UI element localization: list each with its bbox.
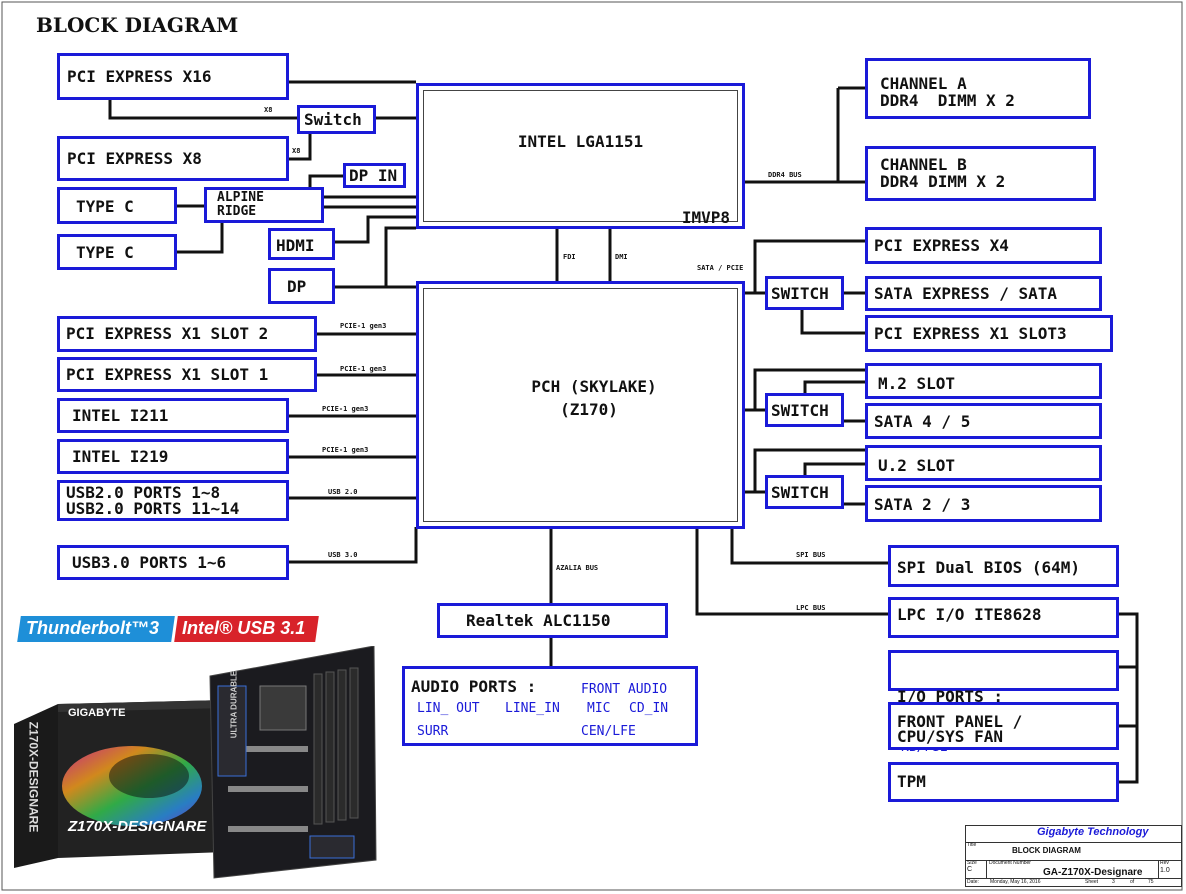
title-block-company: Gigabyte Technology bbox=[1037, 826, 1149, 838]
bus-label-x8-bottom: X8 bbox=[292, 147, 301, 155]
channel-a-block: CHANNEL A DDR4 DIMM X 2 bbox=[865, 58, 1091, 119]
bus-label-spi: SPI BUS bbox=[796, 551, 826, 559]
title-block-title: BLOCK DIAGRAM bbox=[1012, 846, 1081, 855]
title-block-of: 75 bbox=[1148, 879, 1154, 885]
bus-label-pcie-c: PCIE-1 gen3 bbox=[322, 405, 369, 413]
audio-line-in-label: LINE_IN bbox=[505, 701, 560, 716]
thunderbolt-text: Thunderbolt™3 bbox=[26, 618, 159, 638]
intel-usb-text: Intel® USB 3.1 bbox=[182, 618, 306, 638]
bus-label-dmi: DMI bbox=[615, 253, 628, 261]
pcie-x16-block: PCI EXPRESS X16 bbox=[57, 53, 289, 100]
m2-slot-block: M.2 SLOT bbox=[865, 363, 1102, 399]
switch-small-block: Switch bbox=[297, 105, 376, 134]
dp-in-block: DP IN bbox=[343, 163, 406, 188]
audio-mic-label: MIC bbox=[587, 701, 611, 716]
pcie-x1-slot3-block: PCI EXPRESS X1 SLOT3 bbox=[865, 315, 1113, 352]
usb2-ports-block: USB2.0 PORTS 1~8 USB2.0 PORTS 11~14 bbox=[57, 480, 289, 521]
title-block-date-label: Date: bbox=[967, 879, 979, 885]
hdmi-block: HDMI bbox=[268, 228, 335, 260]
title-block-rev: 1.0 bbox=[1160, 867, 1170, 874]
switch-1-block: SWITCH bbox=[765, 276, 844, 310]
audio-lin-out-label: LIN_ OUT bbox=[417, 701, 480, 716]
cpu-block: INTEL LGA1151 IMVP8 bbox=[416, 83, 745, 229]
switch-3-block: SWITCH bbox=[765, 475, 844, 509]
bus-label-azalia: AZALIA BUS bbox=[556, 564, 599, 572]
title-block-sheet-label: Sheet bbox=[1085, 879, 1099, 885]
bus-label-lpc: LPC BUS bbox=[796, 604, 826, 612]
type-c-2-block: TYPE C bbox=[57, 234, 177, 270]
bus-label-pcie-d: PCIE-1 gen3 bbox=[322, 446, 369, 454]
realtek-block: Realtek ALC1150 bbox=[437, 603, 668, 638]
pch-label-line2: (Z170) bbox=[560, 400, 618, 419]
intel-i211-block: INTEL I211 bbox=[57, 398, 289, 433]
title-block-sheet: 3 bbox=[1112, 879, 1115, 885]
spi-bios-block: SPI Dual BIOS (64M) bbox=[888, 545, 1119, 587]
pcie-x1-slot1-block: PCI EXPRESS X1 SLOT 1 bbox=[57, 357, 317, 392]
title-block-rev-label: Rev bbox=[1160, 860, 1169, 866]
audio-ports-block: AUDIO PORTS : FRONT AUDIO LIN_ OUT LINE_… bbox=[402, 666, 698, 746]
audio-front-label: FRONT AUDIO bbox=[581, 682, 668, 697]
vrm-label: IMVP8 bbox=[681, 208, 730, 227]
bus-label-pcie-a: PCIE-1 gen3 bbox=[340, 322, 387, 330]
title-block-title-label: Title bbox=[967, 842, 977, 848]
intel-i219-block: INTEL I219 bbox=[57, 439, 289, 474]
title-block-doc: GA-Z170X-Designare bbox=[1043, 867, 1143, 878]
product-box-image bbox=[14, 646, 377, 879]
title-block-doc-label: Document Number bbox=[989, 860, 1031, 866]
title-block bbox=[965, 825, 1182, 887]
audio-surr-label: SURR bbox=[417, 724, 449, 739]
bus-label-usb30: USB 3.0 bbox=[328, 551, 358, 559]
title-block-size: C bbox=[967, 866, 973, 873]
bus-label-ddr4: DDR4 BUS bbox=[768, 171, 802, 179]
pcie-x8-block: PCI EXPRESS X8 bbox=[57, 136, 289, 181]
bus-label-fdi: FDI bbox=[563, 253, 576, 261]
title-block-size-label: Size bbox=[967, 860, 977, 866]
alpine-ridge-block: ALPINE RIDGE bbox=[204, 187, 324, 223]
audio-ports-title: AUDIO PORTS : bbox=[411, 677, 537, 696]
front-panel-block: FRONT PANEL / CPU/SYS FAN bbox=[888, 702, 1119, 750]
cpu-label: INTEL LGA1151 bbox=[517, 132, 644, 151]
box-model-text: Z170X-DESIGNARE bbox=[68, 818, 207, 835]
pch-label-line1: PCH (SKYLAKE) bbox=[531, 377, 657, 396]
pch-block: PCH (SKYLAKE) (Z170) bbox=[416, 281, 745, 529]
sata-45-block: SATA 4 / 5 bbox=[865, 403, 1102, 439]
audio-cen-lfe-label: CEN/LFE bbox=[581, 724, 636, 739]
u2-slot-block: U.2 SLOT bbox=[865, 445, 1102, 481]
switch-2-block: SWITCH bbox=[765, 393, 844, 427]
board-durable-text: ULTRA DURABLE bbox=[229, 670, 239, 739]
box-brand-text: GIGABYTE bbox=[68, 707, 126, 719]
tpm-block: TPM bbox=[888, 762, 1119, 802]
lpc-io-block: LPC I/O ITE8628 bbox=[888, 597, 1119, 638]
type-c-1-block: TYPE C bbox=[57, 187, 177, 224]
bus-label-sata-pcie: SATA / PCIE bbox=[697, 264, 744, 272]
usb3-ports-block: USB3.0 PORTS 1~6 bbox=[57, 545, 289, 580]
io-ports-label: I/O PORTS : bbox=[897, 687, 1003, 706]
title-block-date: Monday, May 16, 2016 bbox=[990, 879, 1041, 885]
pcie-x4-block: PCI EXPRESS X4 bbox=[865, 227, 1102, 264]
bus-label-pcie-b: PCIE-1 gen3 bbox=[340, 365, 387, 373]
sata-express-block: SATA EXPRESS / SATA bbox=[865, 276, 1102, 311]
dp-block: DP bbox=[268, 268, 335, 304]
title-block-of-label: of bbox=[1130, 879, 1135, 885]
io-ports-block: I/O PORTS : KB/PS2 bbox=[888, 650, 1119, 755]
channel-b-block: CHANNEL B DDR4 DIMM X 2 bbox=[865, 146, 1096, 201]
audio-cd-in-label: CD_IN bbox=[629, 701, 669, 716]
pcie-x1-slot2-block: PCI EXPRESS X1 SLOT 2 bbox=[57, 316, 317, 352]
box-side-model-text: Z170X-DESIGNARE bbox=[26, 721, 41, 833]
page-title: BLOCK DIAGRAM bbox=[36, 13, 239, 37]
bus-label-x8-top: X8 bbox=[264, 106, 273, 114]
bus-label-usb20: USB 2.0 bbox=[328, 488, 358, 496]
sata-23-block: SATA 2 / 3 bbox=[865, 485, 1102, 522]
